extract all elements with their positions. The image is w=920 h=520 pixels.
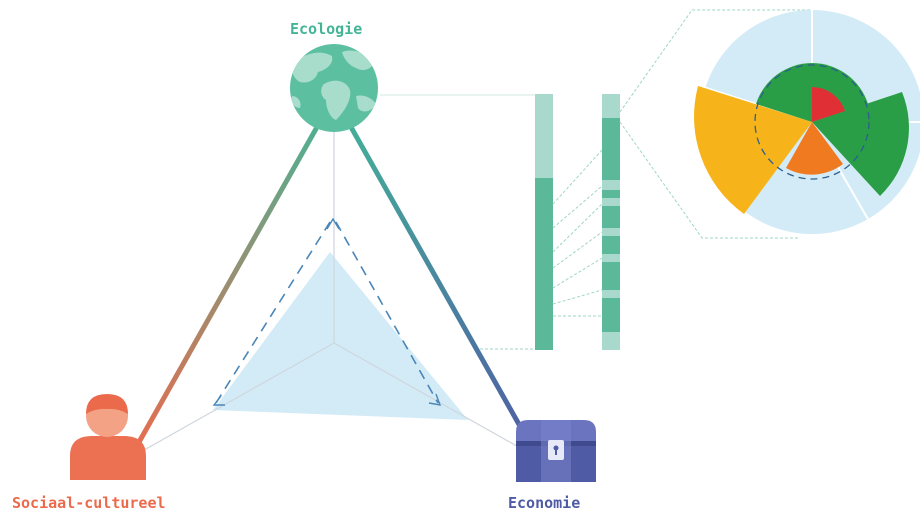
polar-segment-green-top: [756, 63, 812, 122]
bar-connectors: [552, 149, 603, 317]
polar-segment-green-right: [812, 92, 909, 196]
target-arrowheads: [212, 217, 442, 406]
polar-segment-red: [812, 87, 845, 122]
person-icon: [70, 394, 146, 480]
polar-segment-yellow: [694, 86, 812, 214]
target-dashed-lines: [215, 221, 439, 404]
label-social-cultural: Sociaal-cultureel: [12, 494, 166, 512]
polar-segment-orange: [786, 122, 843, 175]
aggregate-bar: [535, 94, 553, 350]
label-ecology: Ecologie: [290, 20, 363, 38]
polar-chart: [694, 10, 920, 234]
triangle-edge-left: [127, 94, 337, 461]
assessment-area: [213, 252, 468, 420]
segmented-bar: [602, 94, 620, 350]
label-economy: Economie: [508, 494, 581, 512]
polar-target-ring: [754, 64, 870, 180]
globe-icon: [290, 44, 378, 132]
treasure-chest-icon: [516, 420, 596, 482]
triangle-edge-right: [331, 94, 541, 461]
zoom-connectors: [619, 9, 812, 239]
